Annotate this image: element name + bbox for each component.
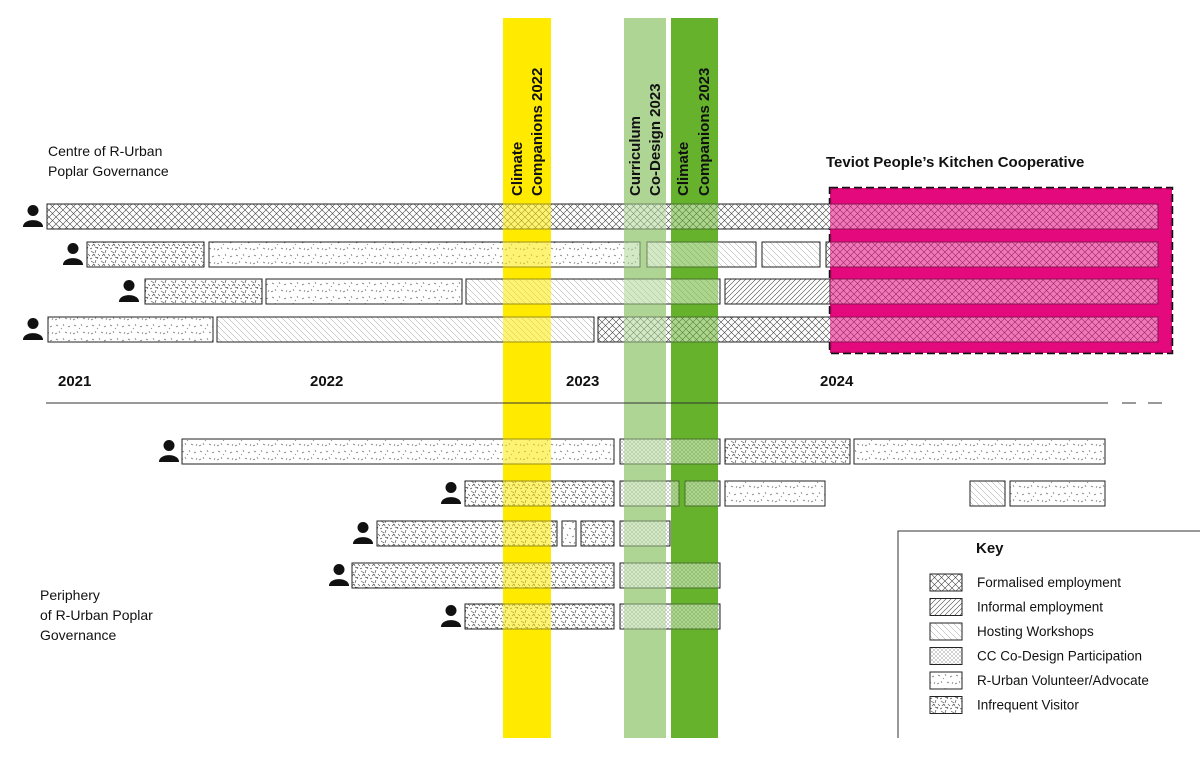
centre-bar-hosting <box>761 241 821 268</box>
legend-label-formal: Formalised employment <box>977 575 1121 590</box>
person-icon <box>22 205 44 227</box>
legend-label-hosting: Hosting Workshops <box>977 624 1094 639</box>
centre-label-line2: Poplar Governance <box>48 163 169 179</box>
legend-label-codesign: CC Co-Design Participation <box>977 649 1142 664</box>
legend-swatch-informal <box>929 598 963 616</box>
legend-title: Key <box>976 540 1004 557</box>
legend-label-volunteer: R-Urban Volunteer/Advocate <box>977 673 1149 688</box>
centre-bar-volunteer <box>47 316 214 343</box>
periphery-bar-visitor <box>351 562 615 589</box>
legend-swatch-volunteer <box>929 671 963 690</box>
programme-labels: Climate Companions 2022 Curriculum Co-De… <box>509 68 713 196</box>
periphery-label-line2: of R-Urban Poplar <box>40 607 153 623</box>
band-label-2-line1: Curriculum <box>627 116 644 196</box>
person-icon <box>352 522 374 544</box>
centre-bar-visitor <box>144 278 263 305</box>
legend-label-informal: Informal employment <box>977 600 1103 615</box>
periphery-bar-volunteer <box>724 480 826 507</box>
centre-bar-volunteer <box>265 278 463 305</box>
person-icon <box>118 280 140 302</box>
periphery-bar-volunteer <box>561 520 577 547</box>
person-icon <box>440 605 462 627</box>
band-label-1-line1: Climate <box>509 142 526 196</box>
person-icon <box>62 243 84 265</box>
cooperative-title: Teviot People’s Kitchen Cooperative <box>826 154 1084 171</box>
band-label-3-line2: Companions 2023 <box>696 68 713 196</box>
band-tints <box>503 18 1172 738</box>
centre-bar-visitor <box>86 241 205 268</box>
person-icon <box>158 440 180 462</box>
person-icon <box>22 318 44 340</box>
legend-label-visitor: Infrequent Visitor <box>977 698 1079 713</box>
year-2021: 2021 <box>58 373 91 390</box>
year-2023: 2023 <box>566 373 599 390</box>
centre-bar-informal <box>724 278 831 305</box>
band-label-1-line2: Companions 2022 <box>529 68 546 196</box>
legend-swatch-codesign <box>929 647 963 665</box>
person-icon <box>328 564 350 586</box>
periphery-bar-volunteer <box>853 438 1106 465</box>
legend-swatch-formal <box>929 573 963 592</box>
centre-bar-volunteer <box>208 241 641 268</box>
band-label-2-line2: Co-Design 2023 <box>647 83 664 196</box>
year-2024: 2024 <box>820 373 854 390</box>
periphery-bar-volunteer <box>1009 480 1106 507</box>
legend-swatch-hosting <box>929 622 963 641</box>
band-label-3-line1: Climate <box>675 142 692 196</box>
periphery-bar-hosting <box>969 480 1006 507</box>
periphery-bar-visitor <box>724 438 851 465</box>
legend-swatch-visitor <box>929 696 963 714</box>
periphery-label-line3: Governance <box>40 627 116 643</box>
person-icon <box>440 482 462 504</box>
periphery-bar-visitor <box>580 520 615 547</box>
periphery-label-line1: Periphery <box>40 587 100 603</box>
centre-label-line1: Centre of R-Urban <box>48 143 162 159</box>
year-2022: 2022 <box>310 373 343 390</box>
